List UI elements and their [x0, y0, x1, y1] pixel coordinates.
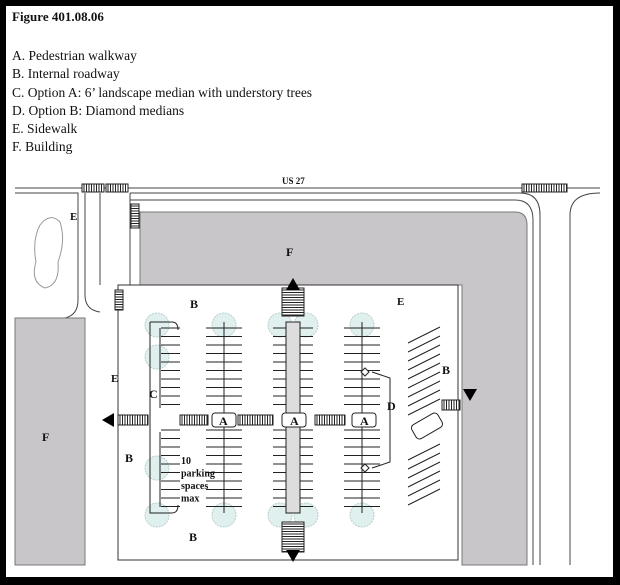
pond [33, 217, 64, 289]
legend: A. Pedestrian walkway B. Internal roadwa… [12, 47, 312, 157]
angled-stall-line [407, 326, 441, 344]
walkway-hatch [114, 289, 124, 311]
crosswalk [81, 183, 105, 193]
note-parking-max: spaces [181, 481, 208, 492]
walkway-hatch [281, 521, 305, 553]
road-label-us27: US 27 [282, 176, 305, 186]
access-arrow-icon [102, 413, 114, 427]
walkway-hatch [281, 287, 305, 317]
crosswalk [130, 203, 140, 229]
access-arrow-icon [286, 278, 300, 290]
label-internal-roadway: B [442, 363, 450, 377]
walkway-hatch [117, 414, 149, 426]
crosswalk [105, 183, 129, 193]
d-pointer [371, 371, 391, 469]
label-internal-roadway: B [189, 530, 197, 544]
legend-item-d: D. Option B: Diamond medians [12, 102, 185, 118]
road-edge [130, 192, 541, 565]
angled-walkway-island [410, 412, 444, 440]
legend-item-f: F. Building [12, 139, 73, 155]
angled-stall-line [407, 353, 441, 371]
crosswalk-outline [81, 183, 105, 193]
legend-item-e: E. Sidewalk [12, 121, 78, 137]
road-edge [84, 193, 101, 313]
label-building: F [42, 430, 49, 444]
legend-item-c: C. Option A: 6’ landscape median with un… [12, 84, 313, 100]
note-parking-max: max [181, 494, 199, 505]
angled-stall-line [407, 470, 441, 488]
label-diamond-medians: D [387, 399, 396, 413]
road-edge [130, 199, 534, 565]
note-parking-max: 10 [181, 456, 191, 467]
walkway-hatch [314, 414, 346, 426]
road-edge [118, 193, 131, 286]
walkway-hatch [179, 414, 209, 426]
angled-stall-line [407, 380, 441, 398]
angled-stall-line [407, 344, 441, 362]
label-walkway: A [290, 414, 299, 428]
crosswalk-outline [105, 183, 129, 193]
angled-stall-line [407, 443, 441, 461]
tree-icon [211, 502, 237, 528]
landscape-median [149, 321, 179, 514]
tree-icon [144, 344, 170, 370]
road-edge [569, 192, 601, 565]
figure-title: Figure 401.08.06 [12, 9, 104, 24]
label-internal-roadway: B [190, 297, 198, 311]
walkway-crossing [351, 412, 377, 428]
label-walkway: A [360, 414, 369, 428]
legend-item-a: A. Pedestrian walkway [12, 48, 137, 63]
note-parking-max: parking [181, 469, 215, 480]
label-sidewalk: E [397, 296, 404, 308]
label-internal-roadway: B [125, 451, 133, 465]
angled-stall-line [407, 479, 441, 497]
building-north [139, 211, 528, 566]
diamond-median [360, 367, 370, 377]
angled-stall-line [407, 335, 441, 353]
walkway-hatch [441, 399, 461, 411]
access-arrow-icon [286, 550, 300, 562]
tree-icon [144, 455, 170, 481]
angled-stall-line [407, 371, 441, 389]
building-west [14, 317, 86, 566]
label-walkway: A [219, 414, 228, 428]
label-median: C [149, 387, 158, 401]
angled-stall-line [407, 389, 441, 407]
tree-icon [144, 312, 170, 338]
angled-stall-line [407, 488, 441, 506]
legend-item-b: B. Internal roadway [12, 66, 120, 82]
access-arrow-icon [463, 389, 477, 401]
road-edge [15, 192, 79, 319]
label-sidewalk: E [70, 211, 77, 223]
label-sidewalk: E [111, 373, 118, 385]
diamond-median [360, 463, 370, 473]
angled-stall-line [407, 362, 441, 380]
angled-stall-line [407, 461, 441, 479]
label-building: F [286, 245, 293, 259]
crosswalk [521, 183, 568, 193]
tree-icon [144, 502, 170, 528]
angled-stall-line [407, 398, 441, 416]
angled-stall-line [407, 452, 441, 470]
walkway-crossing [281, 412, 307, 428]
walkway-crossing [211, 412, 237, 428]
walkway-hatch [237, 414, 274, 426]
tree-icon [349, 502, 375, 528]
